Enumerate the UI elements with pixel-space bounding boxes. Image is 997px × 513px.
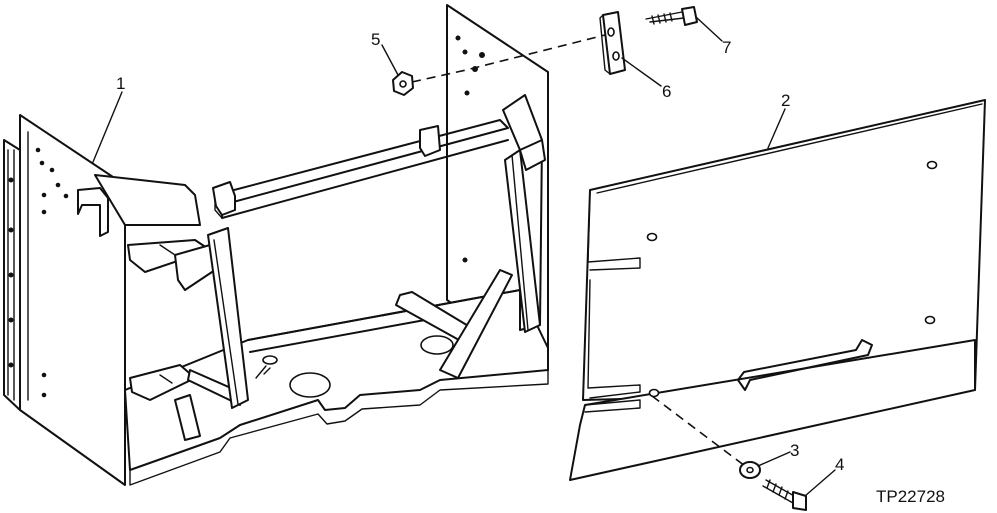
washer (739, 461, 761, 479)
callout-3: 3 (790, 441, 799, 460)
callout-4: 4 (835, 455, 844, 474)
bolt-upper (645, 6, 698, 26)
callout-5: 5 (371, 30, 380, 49)
callout-1: 1 (116, 74, 125, 93)
assembly-line-lower (651, 395, 746, 467)
assembly-line-upper (411, 34, 606, 83)
callout-7: 7 (722, 38, 731, 57)
left-end-plate (19, 114, 126, 486)
callout-2: 2 (781, 91, 790, 110)
hook (77, 187, 109, 237)
hinge-strip (3, 139, 21, 411)
battery-box-frame (3, 4, 549, 486)
callout-6: 6 (662, 82, 671, 101)
bolt-lower (762, 479, 807, 511)
leader-lines (92, 16, 836, 497)
handle (737, 339, 873, 391)
nut (392, 71, 414, 96)
cover-panel (569, 99, 986, 481)
callout-labels: 1 2 3 4 5 6 7 (116, 30, 844, 474)
figure-id: TP22728 (876, 487, 945, 506)
strap (599, 11, 626, 75)
